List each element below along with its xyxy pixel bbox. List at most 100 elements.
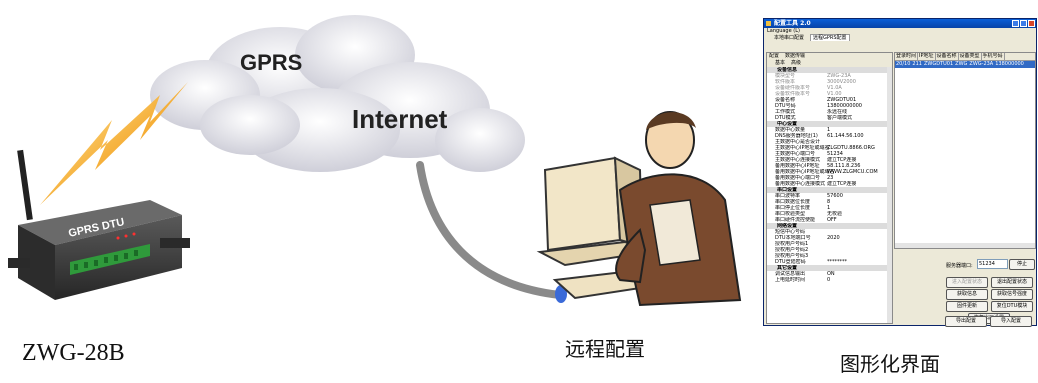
property-value[interactable]: 13800000000 bbox=[827, 103, 862, 109]
property-value[interactable]: ZWGDTU01 bbox=[827, 97, 857, 103]
property-value[interactable]: 永远在线 bbox=[827, 109, 848, 115]
property-row[interactable]: 串口校验类型无校验 bbox=[767, 211, 892, 217]
grid-cell: 138000000 bbox=[995, 61, 1024, 67]
firmware-update-button[interactable]: 固件更新 bbox=[946, 301, 988, 312]
property-value[interactable]: V1.00 bbox=[827, 91, 842, 97]
property-key: 备用数据中心IP地址或域名 bbox=[775, 169, 835, 175]
property-key: 串口数据位长度 bbox=[775, 199, 811, 205]
exit-config-button[interactable]: 退出配置状态 bbox=[991, 277, 1033, 288]
property-value[interactable]: 3000V2000 bbox=[827, 79, 856, 85]
grid-column-header[interactable]: 设备类型 bbox=[959, 53, 982, 60]
property-key: 工作模式 bbox=[775, 109, 796, 115]
property-value[interactable]: 8 bbox=[827, 199, 831, 205]
property-scrollbar[interactable] bbox=[887, 67, 892, 323]
tab-config[interactable]: 配置 bbox=[769, 53, 780, 59]
tab-remote-gprs[interactable]: 远程GPRS配置 bbox=[810, 34, 850, 41]
property-row[interactable]: 授权用户号码1 bbox=[767, 241, 892, 247]
property-value[interactable]: 58.111.8.236 bbox=[827, 163, 861, 169]
property-section: 串口设置 bbox=[767, 187, 892, 193]
property-row[interactable]: 主数据中心连接模式建立TCP连接 bbox=[767, 157, 892, 163]
property-value[interactable]: 客户端模式 bbox=[827, 115, 853, 121]
property-value[interactable]: V1.0A bbox=[827, 85, 842, 91]
property-value[interactable]: 61.144.56.100 bbox=[827, 133, 864, 139]
menu-language[interactable]: Language (L) bbox=[767, 28, 800, 34]
property-row[interactable]: 串口硬件流控使能 OFF bbox=[767, 217, 892, 223]
property-key: 主数据中心连接模式 bbox=[775, 157, 821, 163]
get-info-button[interactable]: 获取信息 bbox=[946, 289, 988, 300]
export-config-button[interactable]: 导入配置 bbox=[990, 316, 1032, 327]
property-value[interactable]: ZWG-23A bbox=[827, 73, 851, 79]
grid-cell: ZWGDTU01 bbox=[923, 61, 954, 67]
tab-basic[interactable]: 基本 bbox=[775, 60, 786, 66]
maximize-icon[interactable] bbox=[1020, 20, 1027, 27]
property-value[interactable]: 建立TCP连接 bbox=[827, 181, 857, 187]
property-row[interactable]: DTU登陆密码******** bbox=[767, 259, 892, 265]
close-icon[interactable] bbox=[1028, 20, 1035, 27]
property-row[interactable]: 串口数据位长度 8 bbox=[767, 199, 892, 205]
property-value[interactable]: ZLGDTU.8866.ORG bbox=[827, 145, 875, 151]
grid-column-header[interactable]: 登录时间 bbox=[896, 53, 919, 60]
property-value[interactable]: 2020 bbox=[827, 235, 840, 241]
property-key: 备用数据中心连接模式 bbox=[775, 181, 826, 187]
grid-scrollbar[interactable] bbox=[895, 243, 1035, 248]
sub-sub-tabs: 基本高级 bbox=[767, 60, 892, 67]
property-value[interactable]: 无校验 bbox=[827, 211, 843, 217]
stop-button[interactable]: 停止 bbox=[1009, 259, 1035, 270]
minimize-icon[interactable] bbox=[1012, 20, 1019, 27]
property-value[interactable]: 1 bbox=[827, 205, 831, 211]
property-row[interactable]: 短信中心号码 bbox=[767, 229, 892, 235]
property-value[interactable]: 0 bbox=[827, 277, 831, 283]
property-value[interactable]: 23 bbox=[827, 175, 834, 181]
property-row[interactable]: DNS服务器地址(1)61.144.56.100 bbox=[767, 133, 892, 139]
enter-config-button[interactable]: 进入配置状态 bbox=[946, 277, 988, 288]
tab-data-transfer[interactable]: 数据传输 bbox=[785, 53, 806, 59]
property-value[interactable]: WWW.ZLGMCU.COM bbox=[827, 169, 878, 175]
reset-dtu-button[interactable]: 复位DTU模块 bbox=[991, 301, 1033, 312]
property-row[interactable]: 备用数据中心IP地址 58.111.8.236 bbox=[767, 163, 892, 169]
property-value[interactable]: 1 bbox=[827, 127, 831, 133]
property-value[interactable]: 57600 bbox=[827, 193, 843, 199]
property-value[interactable]: ON bbox=[827, 271, 835, 277]
property-value[interactable]: 51234 bbox=[827, 151, 843, 157]
server-port-input[interactable]: 51234 bbox=[977, 259, 1008, 269]
grid-column-header[interactable]: 手机号码 bbox=[982, 53, 1005, 60]
property-row[interactable]: 授权用户号码2 bbox=[767, 247, 892, 253]
gui-caption: 图形化界面 bbox=[840, 352, 940, 376]
tab-advanced[interactable]: 高级 bbox=[791, 60, 802, 66]
grid-column-header[interactable]: IP地址 bbox=[919, 53, 936, 60]
tab-local-serial[interactable]: 本地串口配置 bbox=[774, 35, 805, 41]
property-key: 备用数据中心IP地址 bbox=[775, 163, 820, 169]
property-row[interactable]: 工作模式 永远在线 bbox=[767, 109, 892, 115]
cable-plug bbox=[555, 285, 567, 303]
property-row[interactable]: 主数据中心是否设计 bbox=[767, 139, 892, 145]
property-key: 串口硬件流控使能 bbox=[775, 217, 816, 223]
property-row[interactable]: 备用数据中心连接模式建立TCP连接 bbox=[767, 181, 892, 187]
property-row[interactable]: DTU模式客户端模式 bbox=[767, 115, 892, 121]
import-config-button[interactable]: 导出配置 bbox=[945, 316, 987, 327]
grid-column-header[interactable]: 设备名称 bbox=[936, 53, 959, 60]
property-value[interactable]: 建立TCP连接 bbox=[827, 157, 857, 163]
get-signal-button[interactable]: 获取信号强度 bbox=[991, 289, 1033, 300]
property-value[interactable]: ******** bbox=[827, 259, 847, 265]
property-value[interactable]: OFF bbox=[827, 217, 837, 223]
property-row[interactable]: 授权用户号码3 bbox=[767, 253, 892, 259]
